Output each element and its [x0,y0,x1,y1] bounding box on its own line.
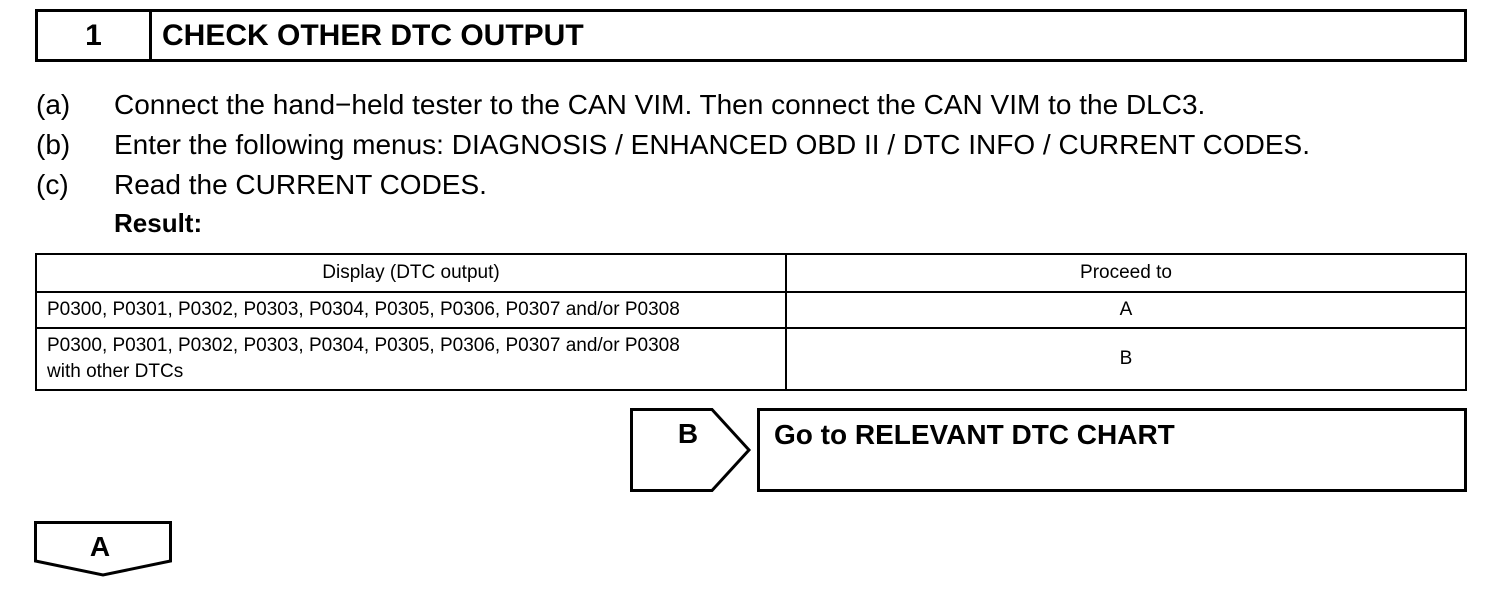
header-proceed: Proceed to [785,253,1467,293]
branch-b-arrow-icon [630,408,752,492]
branch-b-letter: B [677,418,699,449]
result-table: Display (DTC output) Proceed to P0300, P… [35,253,1467,391]
branch-a-arrow-icon [34,521,172,577]
table-header-row: Display (DTC output) Proceed to [35,253,1467,293]
step-title: CHECK OTHER DTC OUTPUT [162,18,584,52]
row-display-line: P0300, P0301, P0302, P0303, P0304, P0305… [47,335,680,356]
instruction-text: Read the CURRENT CODES. [114,169,487,200]
instruction-label: (b) [36,129,71,160]
table-row: P0300, P0301, P0302, P0303, P0304, P0305… [35,291,1467,329]
row-display: P0300, P0301, P0302, P0303, P0304, P0305… [35,327,787,391]
row-proceed: B [785,327,1467,391]
branch-a-letter: A [89,531,111,562]
instruction-b: (b) Enter the following menus: DIAGNOSIS … [36,129,1310,161]
instruction-c: (c) Read the CURRENT CODES. [36,169,487,201]
result-label: Result: [114,208,203,238]
step-number: 1 [38,12,152,59]
row-display-line: with other DTCs [47,361,184,382]
step-header: 1 CHECK OTHER DTC OUTPUT [35,9,1467,62]
instruction-text: Connect the hand−held tester to the CAN … [114,89,1206,120]
row-proceed: A [785,291,1467,329]
instruction-a: (a) Connect the hand−held tester to the C… [36,89,1205,121]
instruction-label: (a) [36,89,71,120]
instruction-text: Enter the following menus: DIAGNOSIS / E… [114,129,1310,160]
table-row: P0300, P0301, P0302, P0303, P0304, P0305… [35,327,1467,391]
branch-b-action-box: Go to RELEVANT DTC CHART [757,408,1467,492]
row-display: P0300, P0301, P0302, P0303, P0304, P0305… [35,291,787,329]
instruction-label: (c) [36,169,69,200]
branch-b-action: Go to RELEVANT DTC CHART [774,419,1175,450]
header-display: Display (DTC output) [35,253,787,293]
